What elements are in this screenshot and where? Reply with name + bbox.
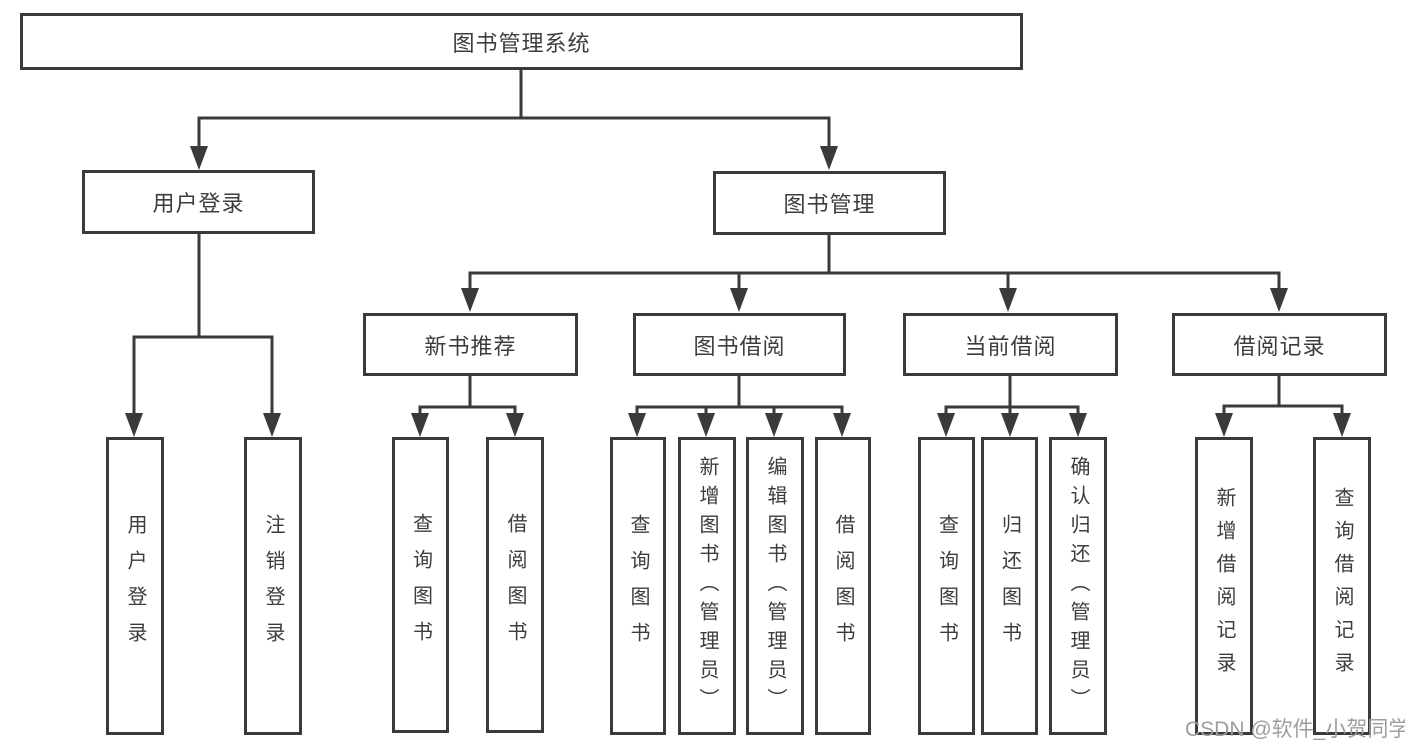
leaf-query-books-current: 查询图书 xyxy=(918,437,975,735)
leaf-return-books-label: 归还图书 xyxy=(998,514,1021,658)
leaf-add-borrow-record: 新增借阅记录 xyxy=(1195,437,1253,735)
leaf-query-borrow-record-label: 查询借阅记录 xyxy=(1331,487,1353,685)
leaf-confirm-return-admin: 确认归还（管理员） xyxy=(1049,437,1107,735)
leaf-logout-label: 注销登录 xyxy=(262,514,284,658)
leaf-user-login-label: 用户登录 xyxy=(124,514,146,658)
leaf-borrow-books-recommend: 借阅图书 xyxy=(486,437,544,733)
leaf-query-borrow-record: 查询借阅记录 xyxy=(1313,437,1371,735)
node-book-borrowing: 图书借阅 xyxy=(633,313,846,376)
node-book-borrowing-label: 图书借阅 xyxy=(693,333,786,359)
node-user-login: 用户登录 xyxy=(82,170,315,234)
leaf-borrow-books-borrowing-label: 借阅图书 xyxy=(832,514,854,658)
leaf-query-books-borrowing-label: 查询图书 xyxy=(627,514,649,658)
node-book-management-label: 图书管理 xyxy=(783,192,876,217)
node-book-management: 图书管理 xyxy=(713,171,946,235)
leaf-query-books-recommend-label: 查询图书 xyxy=(409,513,432,657)
leaf-add-books-admin: 新增图书（管理员） xyxy=(678,437,736,735)
node-current-borrowing: 当前借阅 xyxy=(903,313,1118,376)
leaf-borrow-books-borrowing: 借阅图书 xyxy=(815,437,871,735)
leaf-query-books-current-label: 查询图书 xyxy=(935,514,958,658)
leaf-add-books-admin-label: 新增图书（管理员） xyxy=(696,455,718,717)
node-borrowing-records-label: 借阅记录 xyxy=(1233,333,1326,359)
leaf-user-login: 用户登录 xyxy=(106,437,164,735)
node-current-borrowing-label: 当前借阅 xyxy=(964,333,1057,359)
node-system-root-label: 图书管理系统 xyxy=(452,30,591,56)
leaf-add-borrow-record-label: 新增借阅记录 xyxy=(1213,487,1235,685)
leaf-confirm-return-admin-label: 确认归还（管理员） xyxy=(1067,455,1089,717)
node-user-login-label: 用户登录 xyxy=(152,191,245,216)
leaf-borrow-books-recommend-label: 借阅图书 xyxy=(504,513,526,657)
leaf-edit-books-admin: 编辑图书（管理员） xyxy=(746,437,804,735)
leaf-query-books-borrowing: 查询图书 xyxy=(610,437,666,735)
leaf-logout: 注销登录 xyxy=(244,437,302,735)
node-new-book-recommendation: 新书推荐 xyxy=(363,313,578,376)
leaf-query-books-recommend: 查询图书 xyxy=(392,437,449,733)
csdn-watermark: CSDN @软件_小贺同学 xyxy=(1185,718,1405,741)
node-borrowing-records: 借阅记录 xyxy=(1172,313,1387,376)
node-new-book-recommendation-label: 新书推荐 xyxy=(424,333,517,359)
leaf-return-books: 归还图书 xyxy=(981,437,1038,735)
node-system-root: 图书管理系统 xyxy=(20,13,1023,70)
leaf-edit-books-admin-label: 编辑图书（管理员） xyxy=(764,455,786,717)
